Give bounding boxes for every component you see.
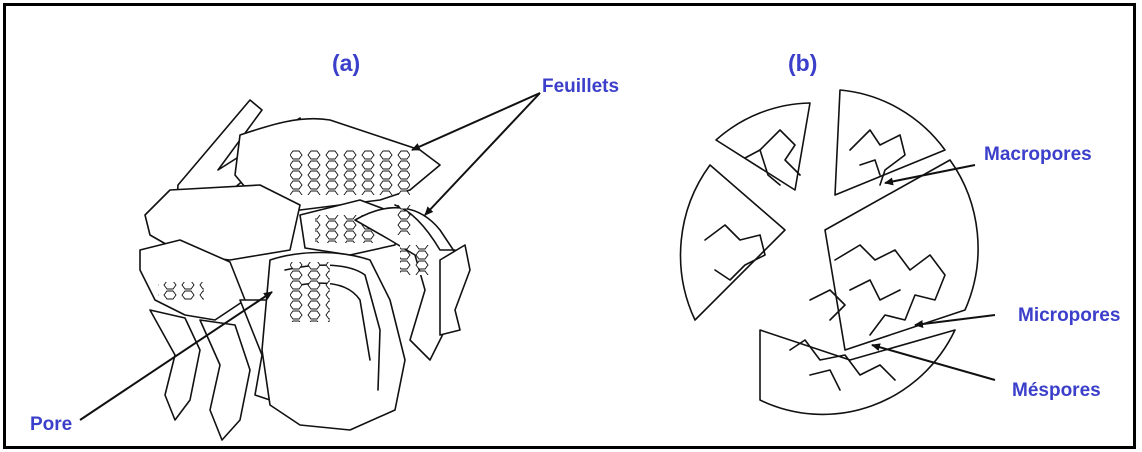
hex-pattern-band <box>395 205 415 235</box>
mesopores-label: Méspores <box>1012 380 1101 402</box>
feuillets-arrow-1 <box>412 93 540 150</box>
sheet-curved-right <box>262 253 405 431</box>
clay-structure-illustration <box>140 100 470 440</box>
pore-label: Pore <box>30 414 72 436</box>
strip-1 <box>150 310 200 420</box>
panel-b-label: (b) <box>788 50 817 77</box>
hex-pattern-side <box>290 262 330 322</box>
wedge-left <box>681 165 785 320</box>
micropores-label: Micropores <box>1018 305 1120 327</box>
panel-a-label: (a) <box>332 50 360 77</box>
porous-disc-illustration <box>681 90 979 414</box>
sheet-frill <box>440 245 470 335</box>
macropores-label: Macropores <box>984 144 1092 166</box>
hex-pattern-lower <box>158 282 204 300</box>
strip-2 <box>200 320 250 440</box>
hex-pattern-band-2 <box>400 245 430 275</box>
hex-pattern-top <box>290 150 410 195</box>
feuillets-label: Feuillets <box>542 76 619 98</box>
feuillets-arrow-2 <box>425 93 540 215</box>
